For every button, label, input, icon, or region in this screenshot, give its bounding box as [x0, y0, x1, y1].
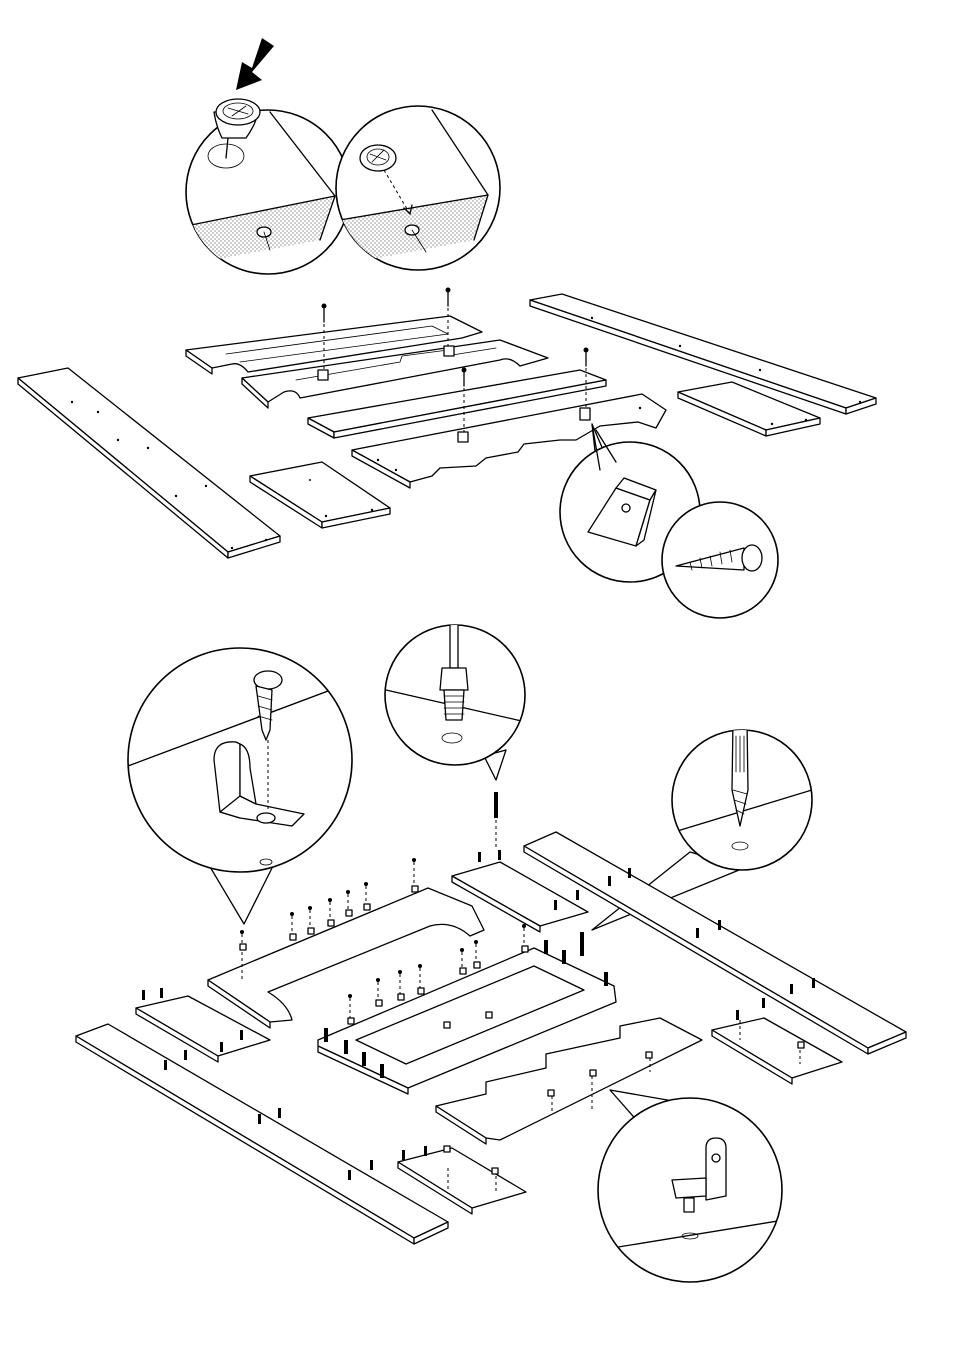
- detail-circle-connector-bolt: [385, 606, 526, 780]
- detail-circle-cam-before: [186, 99, 350, 274]
- detail-circle-cam-after: [336, 106, 500, 270]
- detail-circle-shelf-bracket: [128, 648, 352, 924]
- panel-long-left: [18, 368, 280, 558]
- step-frame-assembly: [18, 288, 876, 619]
- step-cam-lock: [186, 38, 500, 274]
- step-hardware-fitting: [76, 606, 906, 1282]
- detail-circle-shelf-pin: [598, 1090, 784, 1282]
- press-arrow-icon: [236, 38, 274, 90]
- panel-small-left: [250, 462, 390, 528]
- detail-circle-screw: [662, 502, 778, 618]
